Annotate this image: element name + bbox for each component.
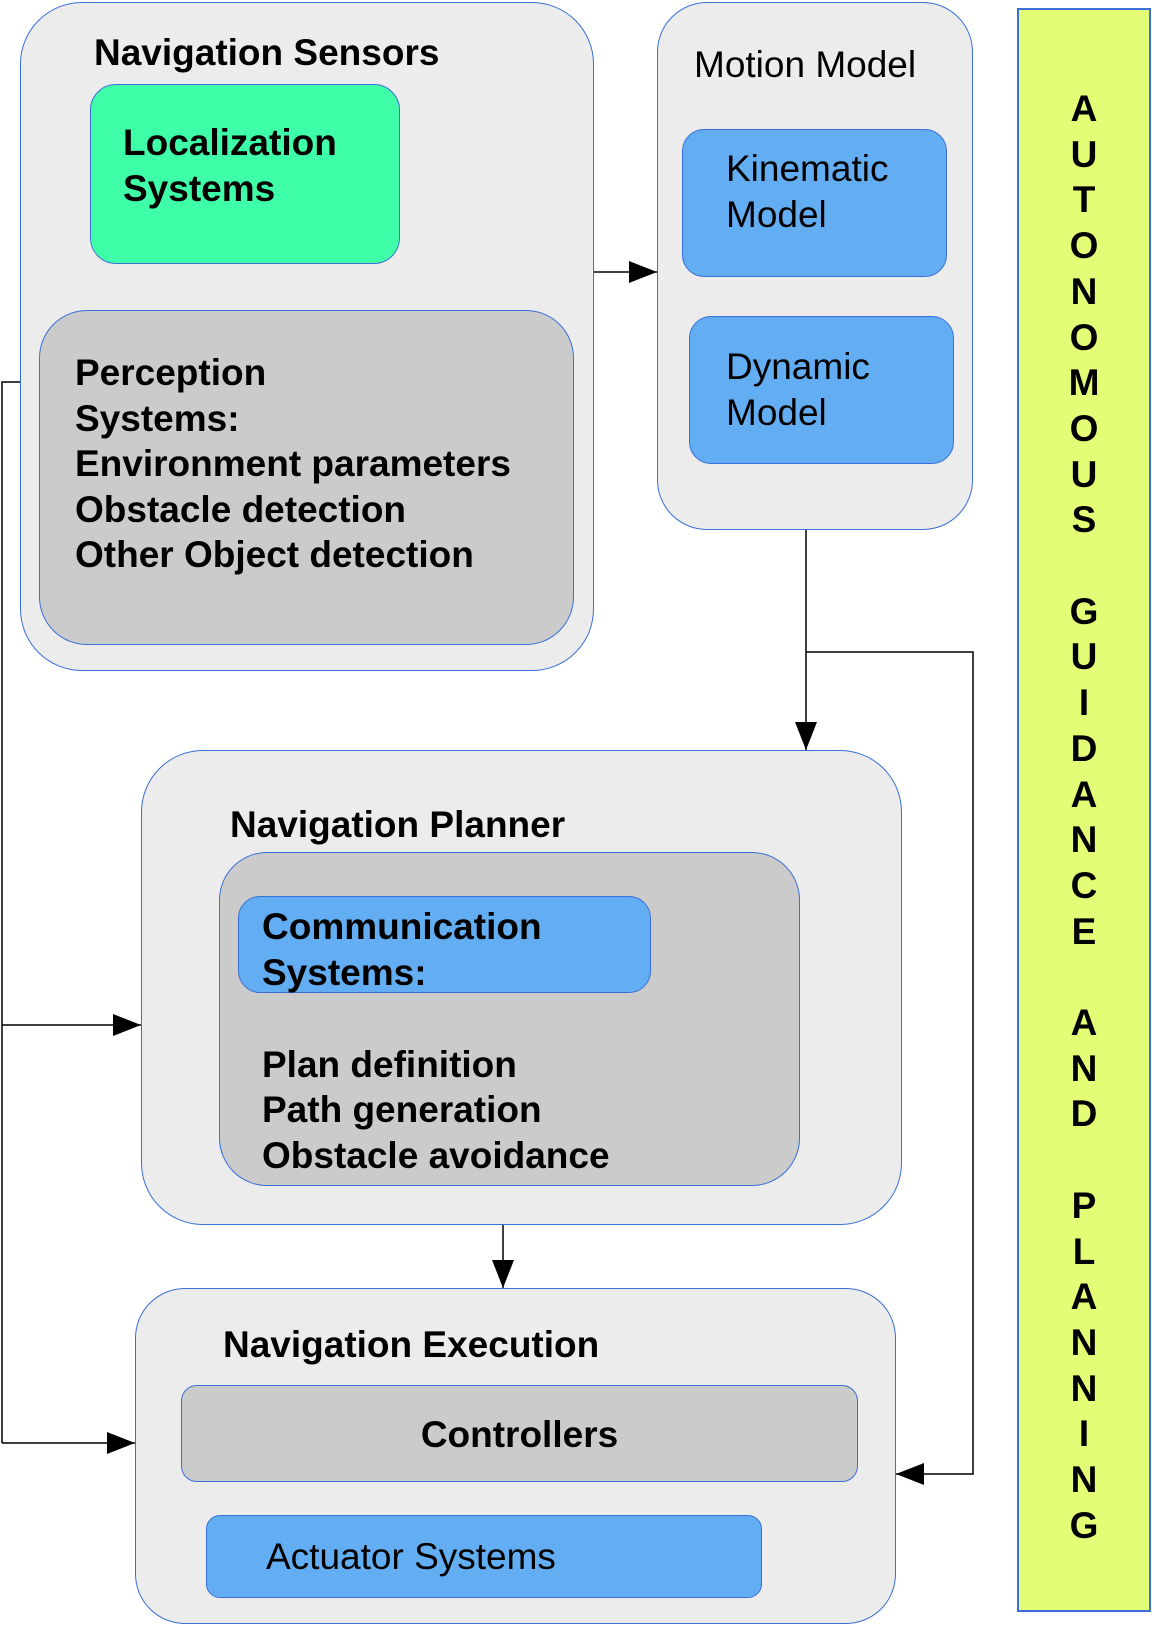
motion-model-title: Motion Model [694,44,917,85]
navigation-sensors-title: Navigation Sensors [94,32,440,73]
arrow-motion-to-execution [806,651,974,1485]
controllers-box [181,1385,858,1482]
actuator-systems-label: Actuator Systems [266,1536,556,1577]
autonomous-guidance-banner: A U T O N O M O U S G U I D A N C E A N … [1017,8,1151,1612]
communication-line2: Systems: [262,952,427,993]
kinematic-line2: Model [726,194,827,235]
controllers-label: Controllers [420,1414,619,1455]
localization-systems-box [90,84,400,264]
perception-line2: Systems: [75,398,240,439]
dynamic-model-box [689,316,954,464]
planner-item-obstacle-avoidance: Obstacle avoidance [262,1135,610,1176]
planner-item-plan-definition: Plan definition [262,1044,517,1085]
planner-item-path-generation: Path generation [262,1089,542,1130]
perception-item-environment: Environment parameters [75,443,511,484]
localization-line2: Systems [123,168,276,209]
perception-systems-box [39,310,574,645]
navigation-execution-title: Navigation Execution [223,1324,600,1365]
communication-line1: Communication [262,906,542,947]
perception-item-obstacle: Obstacle detection [75,489,407,530]
communication-systems-box [238,896,651,993]
dynamic-line2: Model [726,392,827,433]
perception-item-other-object: Other Object detection [75,534,474,575]
kinematic-model-box [682,129,947,277]
actuator-systems-box [206,1515,762,1598]
dynamic-line1: Dynamic [726,346,870,387]
banner-vertical-text: A U T O N O M O U S G U I D A N C E A N … [1068,88,1100,1546]
navigation-planner-title: Navigation Planner [230,804,566,845]
kinematic-line1: Kinematic [726,148,889,189]
localization-line1: Localization [123,122,337,163]
perception-line1: Perception [75,352,267,393]
